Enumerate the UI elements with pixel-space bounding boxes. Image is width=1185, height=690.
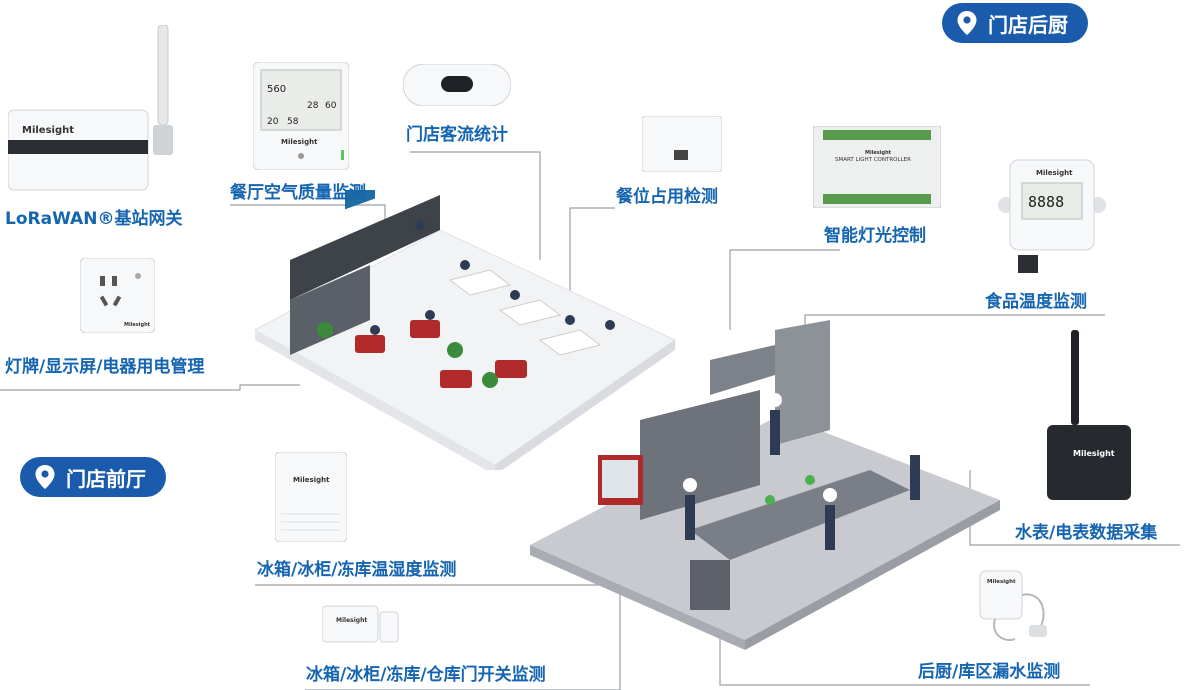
location-pin-icon [957,11,977,35]
svg-text:Milesight: Milesight [336,617,367,624]
zone-kitchen-label: 门店后厨 [988,12,1068,37]
svg-text:Milesight: Milesight [865,150,892,156]
kitchen-illustration [530,320,1000,650]
gateway-brand: Milesight [22,125,74,136]
label-people-counting: 门店客流统计 [406,125,508,145]
svg-text:Milesight: Milesight [1036,169,1073,177]
food-temperature-sensor: Milesight 8888 [998,159,1106,273]
lighting-controller-device: SMART LIGHT CONTROLLER Milesight [813,126,941,208]
svg-text:58: 58 [287,117,299,127]
svg-text:Milesight: Milesight [987,579,1016,585]
label-food-temp: 食品温度监测 [985,292,1087,312]
label-power-mgmt: 灯牌/显示屏/电器用电管理 [5,357,205,377]
line-people-counting [410,151,541,260]
door-sensor-device: Milesight [322,605,399,643]
svg-text:Milesight: Milesight [293,476,330,484]
fridge-temp-humidity-sensor: Milesight [275,452,347,542]
svg-text:Milesight: Milesight [1073,449,1115,458]
zone-front-label: 门店前厅 [66,466,146,491]
svg-text:20: 20 [267,117,279,127]
label-door-sensor: 冰箱/冰柜/冻库/仓库门开关监测 [306,665,546,685]
zone-kitchen-pill: 门店后厨 [942,3,1088,43]
svg-text:Milesight: Milesight [281,138,318,146]
label-fridge-temp: 冰箱/冰柜/冻库温湿度监测 [257,560,457,580]
svg-text:Milesight: Milesight [124,322,151,328]
label-gateway: LoRaWAN®基站网关 [5,209,183,229]
label-seat-occupancy: 餐位占用检测 [616,187,718,207]
gateway-device: Milesight [8,25,173,191]
label-lighting: 智能灯光控制 [824,226,926,246]
location-pin-icon [35,465,55,489]
meter-collector-device: Milesight [1047,330,1131,500]
line-lighting [729,249,840,330]
label-air-quality: 餐厅空气质量监测 [230,183,366,203]
zone-front-pill: 门店前厅 [20,457,166,497]
label-leak: 后厨/库区漏水监测 [918,662,1061,682]
line-seat [569,207,615,305]
dining-room-illustration [253,190,676,470]
svg-text:SMART LIGHT CONTROLLER: SMART LIGHT CONTROLLER [835,157,911,163]
leak-sensor-device: Milesight [979,570,1047,641]
seat-occupancy-sensor [642,116,722,172]
air-quality-sensor: 560 28 60 20 58 Milesight [253,62,349,170]
label-meter: 水表/电表数据采集 [1015,523,1158,543]
svg-text:8888: 8888 [1028,193,1064,211]
svg-text:60: 60 [325,101,337,111]
line-power [0,384,300,391]
svg-text:560: 560 [267,84,286,95]
people-counter-device [403,64,511,106]
smart-plug-device: Milesight [80,258,155,333]
svg-text:28: 28 [307,101,319,111]
